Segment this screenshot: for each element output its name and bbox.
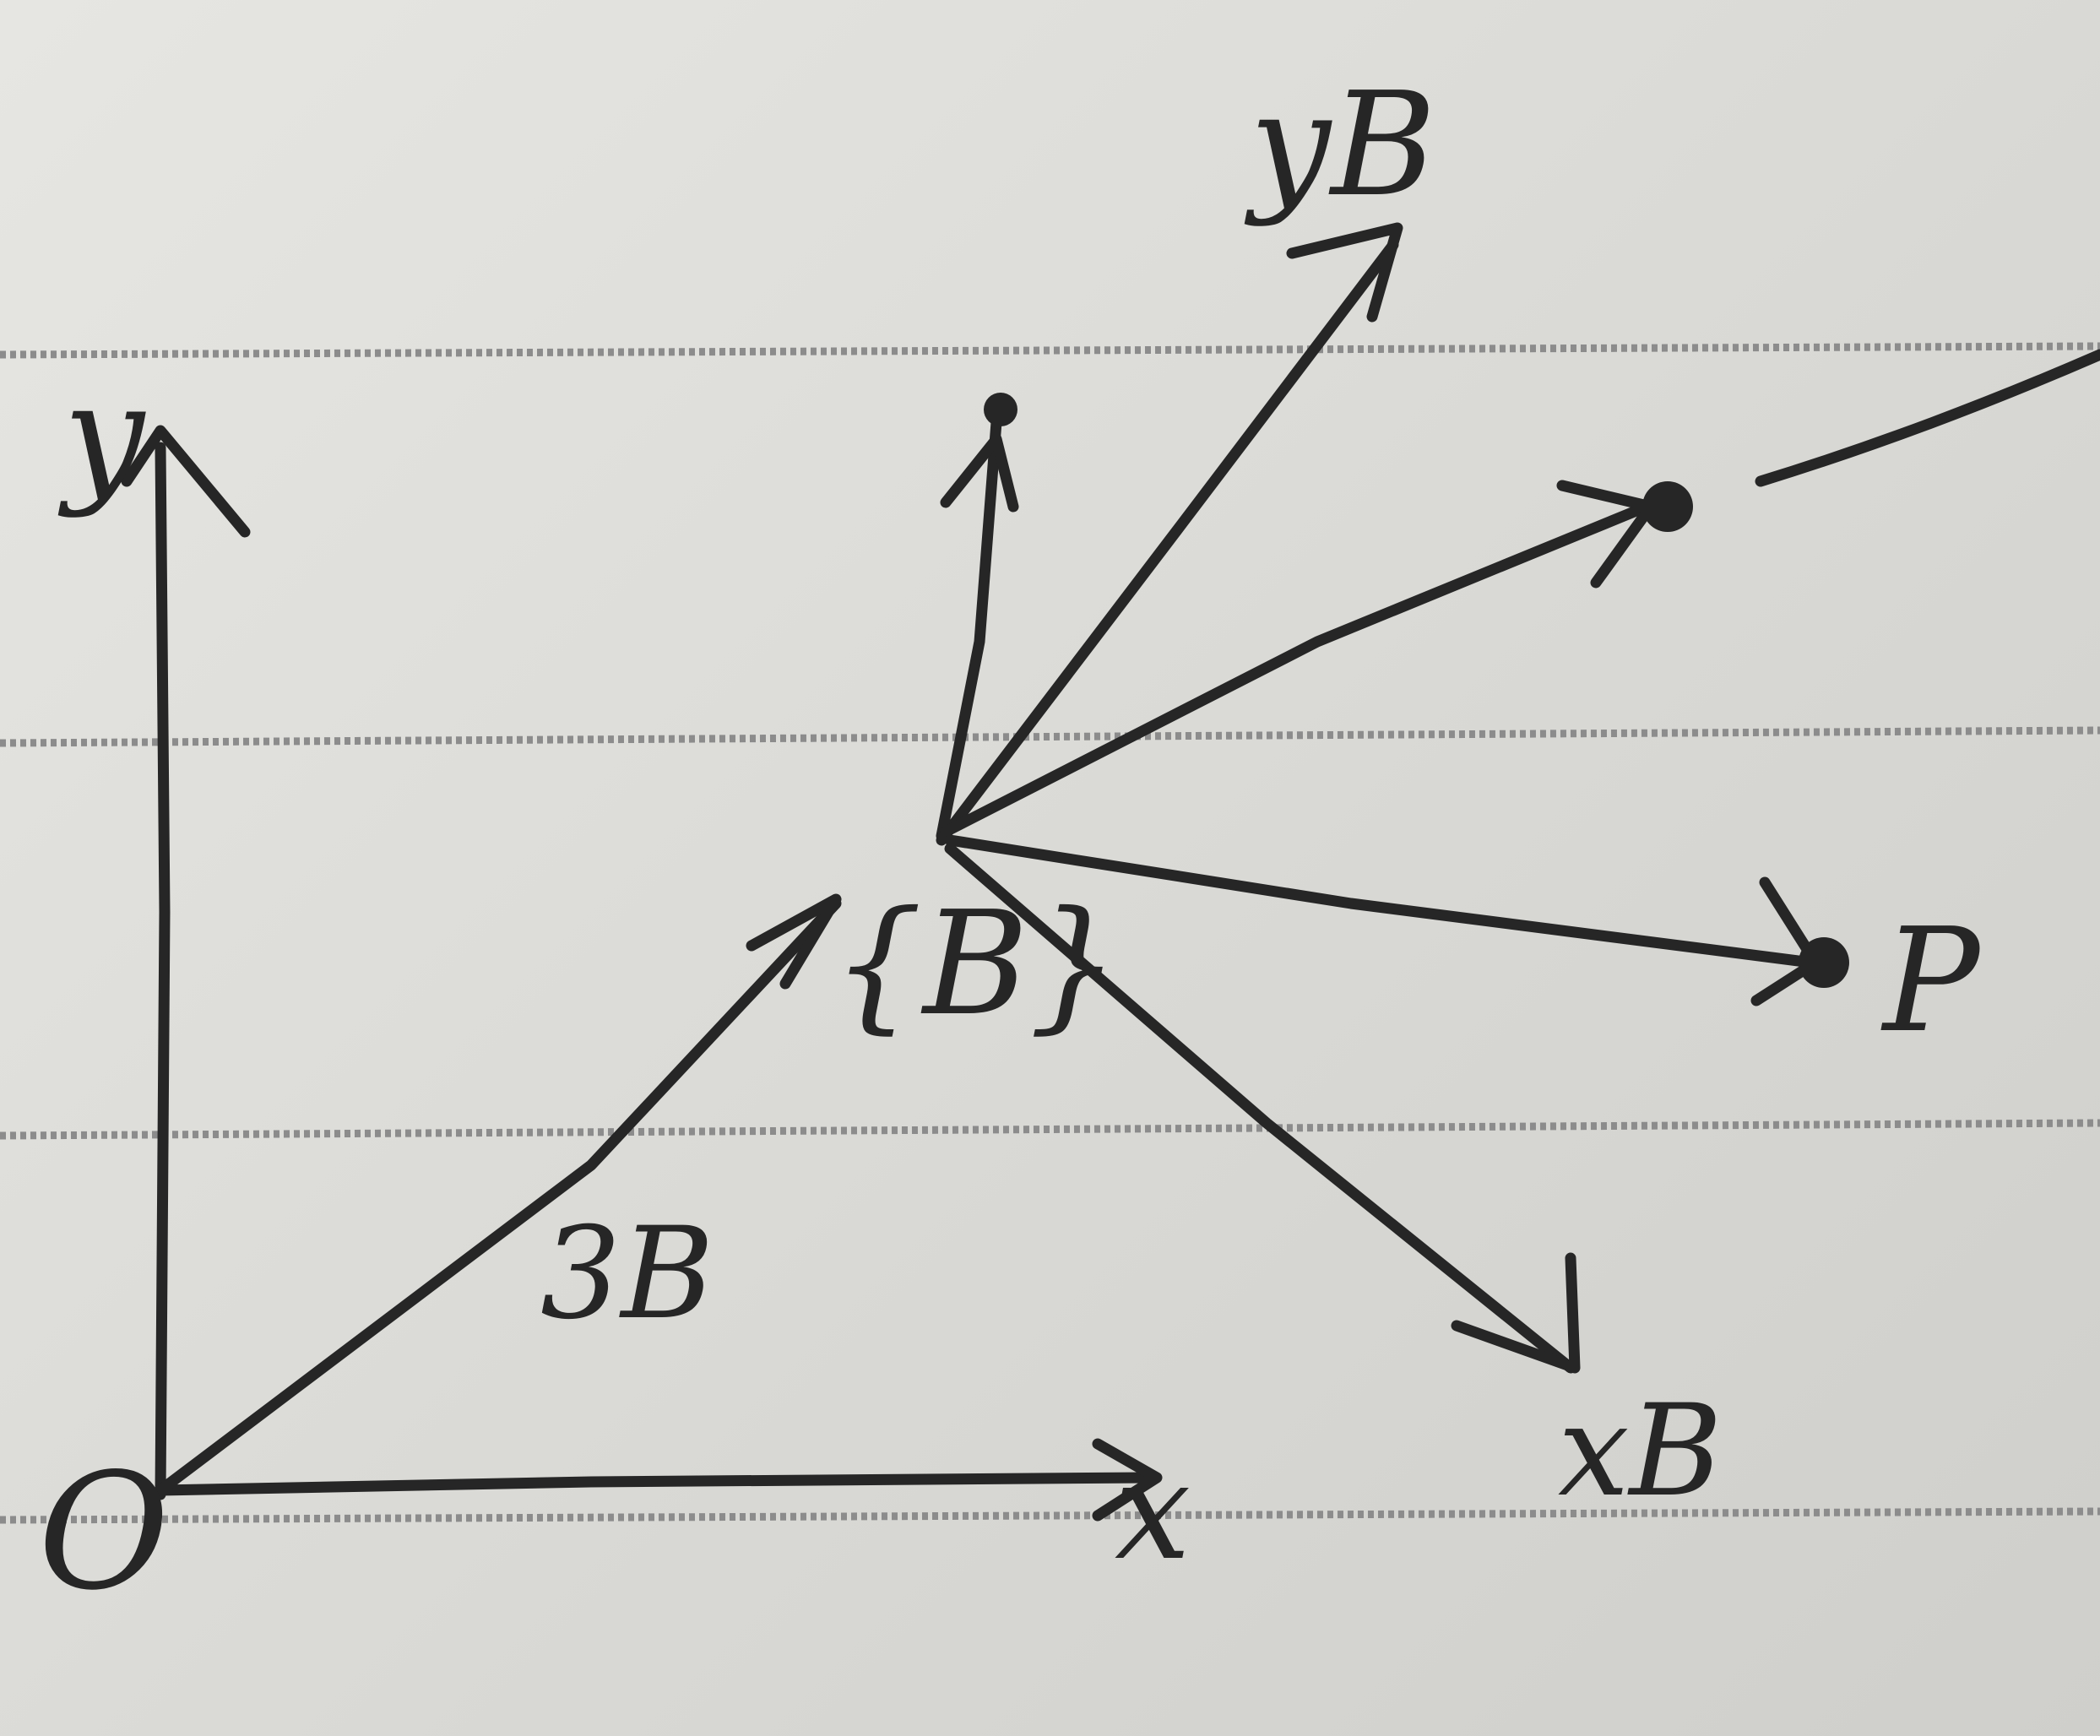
y-axis-label: y (57, 353, 146, 520)
world-x-axis (155, 1438, 1163, 1522)
world-y-axis (121, 425, 251, 1500)
frame-b-to-p-vector (944, 834, 1849, 1006)
frame-b-label: {B} (832, 881, 1120, 1048)
frame-b-y-axis (936, 222, 1403, 846)
point-dot (984, 393, 1017, 426)
point-p-label: P (1880, 898, 1982, 1065)
offset-vector-label: 3B (540, 1201, 714, 1348)
origin-to-frame-b-vector (155, 893, 842, 1496)
ruled-line (0, 342, 2100, 359)
point-p-dot (1799, 937, 1849, 988)
frame-b-y-label: yB (1244, 62, 1436, 229)
frame-b-x-label: xB (1558, 1378, 1723, 1525)
ruled-line (0, 1507, 2100, 1524)
ruled-line (0, 1119, 2100, 1140)
frame-b-up-vector (936, 393, 1019, 842)
point-dot (1642, 481, 1693, 532)
origin-label: O (38, 1439, 170, 1625)
x-axis-label: x (1115, 1432, 1191, 1590)
stray-stroke (1755, 349, 2100, 487)
frame-b-x-axis (944, 843, 1581, 1374)
ruled-line (0, 726, 2100, 747)
frame-b-upper-right-vector (940, 480, 1693, 838)
